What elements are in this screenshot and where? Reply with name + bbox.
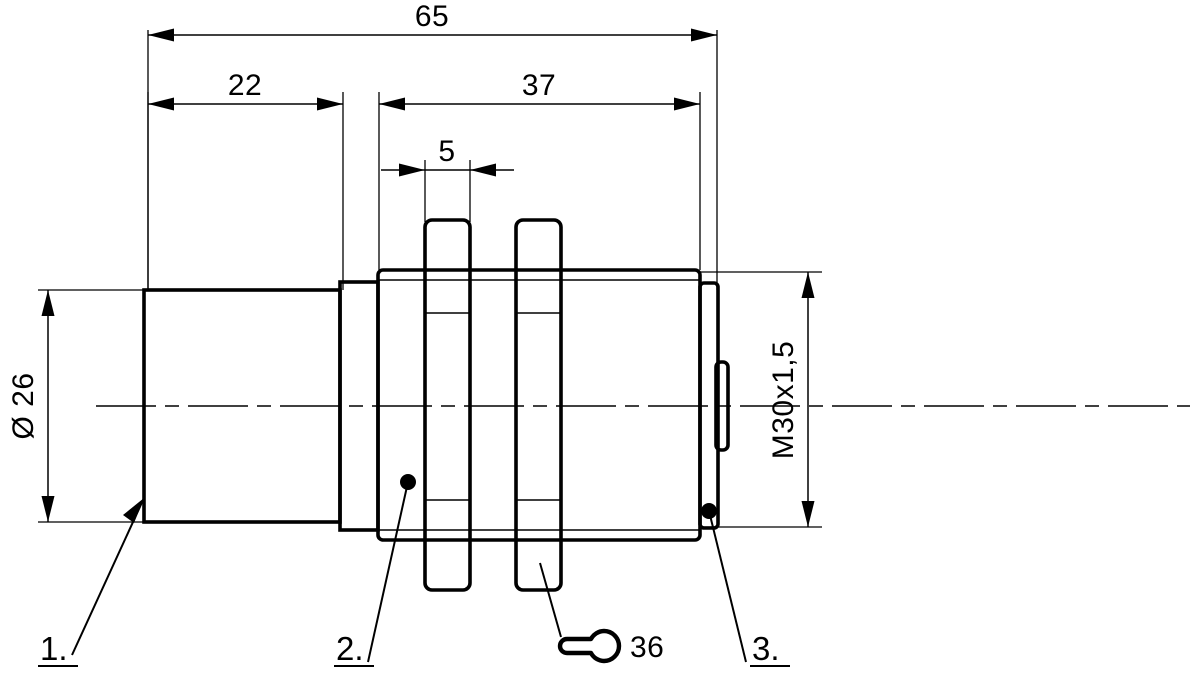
callout-3: 3. [701, 503, 790, 667]
dimension-thread-size: M30x1,5 [700, 271, 822, 528]
callout-2-leader [367, 481, 409, 663]
callout-1-arrowhead [123, 498, 144, 523]
dimension-front-length: 37 [378, 69, 701, 270]
wrench-size-label: 36 [630, 631, 664, 664]
wrench-note-leader [539, 562, 562, 638]
dimension-overall-length: 65 [147, 0, 718, 290]
callout-1-leader [71, 497, 145, 656]
dimension-nut-gap: 5 [381, 135, 514, 222]
dim-label-5: 5 [438, 135, 455, 168]
mounting-nut-1 [423, 218, 472, 592]
callout-1-label: 1. [40, 630, 68, 667]
callout-2: 2. [334, 474, 416, 667]
dim-label-m30: M30x1,5 [767, 341, 800, 460]
callout-1: 1. [38, 497, 145, 667]
dimension-rear-length: 22 [147, 69, 344, 290]
dimension-rear-diameter: Ø 26 [7, 289, 150, 523]
dim-label-22: 22 [228, 69, 262, 102]
callout-3-leader [708, 510, 747, 663]
callout-2-label: 2. [336, 630, 364, 667]
mounting-nut-2 [514, 218, 563, 592]
wrench-icon [557, 628, 622, 664]
dim-label-d26: Ø 26 [7, 372, 40, 439]
dim-label-65: 65 [415, 0, 449, 33]
dim-label-37: 37 [522, 69, 556, 102]
callout-3-label: 3. [752, 630, 780, 667]
part-geometry [96, 218, 1190, 592]
wrench-note: 36 [539, 562, 664, 664]
